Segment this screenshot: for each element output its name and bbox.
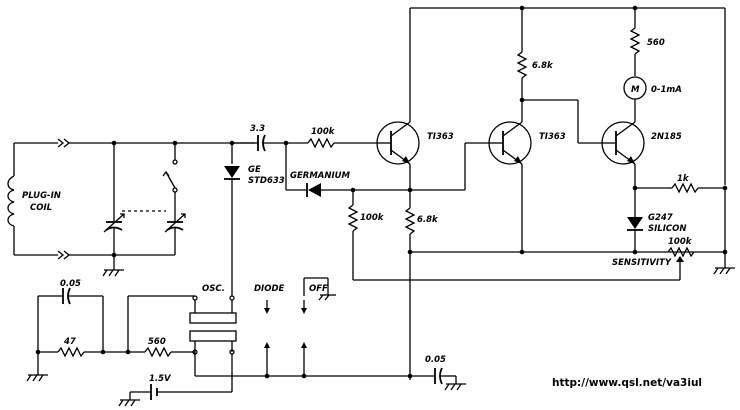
sensitivity-label: SENSITIVITY [612,258,672,268]
q2-collector-resistor [516,8,603,144]
meter-range-label: 0-1mA [651,85,682,95]
res-1k-label: 1k [677,174,690,184]
input-coupling [224,134,465,296]
transistor-q3 [601,121,645,210]
coil-label-2: COIL [30,203,52,213]
supply-rail [409,5,726,185]
cap-0-05-bottom-label: 0.05 [425,355,446,365]
oscillator-section [26,277,466,407]
q3-label: 2N185 [651,132,682,142]
q1-emitter-resistor [404,207,416,380]
res-6-8k-b-label: 6.8k [417,215,439,225]
silicon-label: SILICON [648,224,686,234]
res-47-label: 47 [63,337,76,347]
transistor-q2 [464,121,532,252]
switch-diode-label: DIODE [254,284,284,294]
q2-label: TI363 [539,132,566,142]
diode-std633-label: STD633 [248,176,285,186]
cap-0-05-left-label: 0.05 [60,279,81,289]
meter-branch [623,8,647,122]
meter-symbol: M [631,85,640,95]
plug-in-coil [7,138,255,260]
res-100k-b-label: 100k [360,213,385,223]
transistor-q1 [376,121,420,208]
res-560-top-label: 560 [647,38,665,48]
silicon-diode [627,210,643,252]
coil-label: PLUG-IN [22,191,61,201]
pot-value-label: 100k [668,237,693,247]
ground-rail [407,246,735,280]
switch-osc-label: OSC. [202,284,225,294]
diode-ge-label: GE [248,165,261,175]
res-100k-input-label: 100k [311,127,336,137]
res-6-8k-a-label: 6.8k [532,61,554,71]
q1-label: TI363 [427,132,454,142]
bias-resistor-100k [347,187,680,281]
germanium-label: GERMANIUM [290,171,351,181]
source-url: http://www.qsl.net/va3iul [552,377,702,389]
battery-label: 1.5V [149,374,172,384]
res-1k [635,182,728,268]
res-560-bottom-label: 560 [148,337,166,347]
tuning-capacitors [102,140,186,277]
cap-3-3-label: 3.3 [250,124,265,134]
silicon-g247-label: G247 [648,213,673,223]
switch-off-label: OFF [309,284,328,294]
